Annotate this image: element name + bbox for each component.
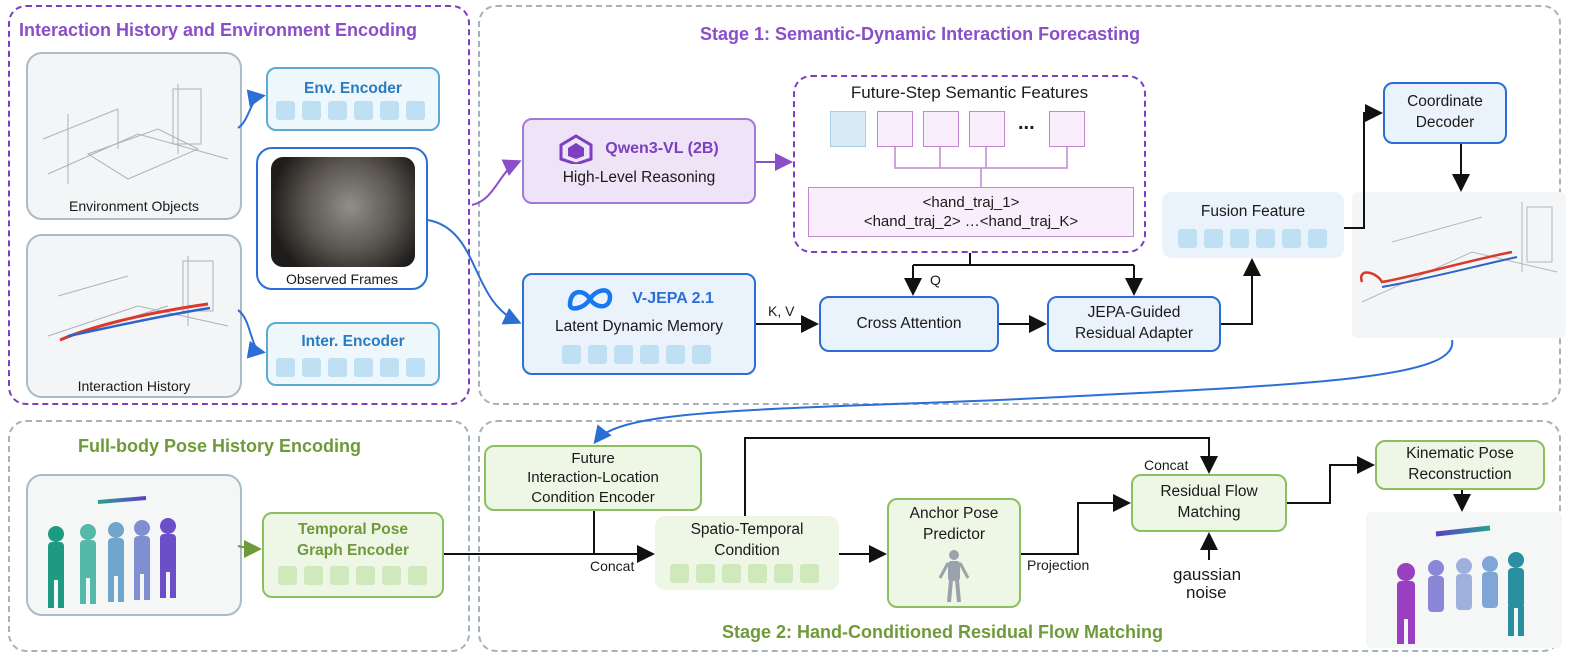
pointcloud-kitchen-icon [42,84,229,184]
temporal-pose-line-1: Temporal Pose [298,521,408,538]
rfm-line-2: Matching [1177,504,1241,521]
hand-traj-tokens: <hand_traj_1> <hand_traj_2> …<hand_traj_… [808,187,1134,237]
temporal-pose-line-2: Graph Encoder [297,541,409,559]
future-condition-encoder: Future Interaction-Location Condition En… [484,445,702,511]
future-token-ellipsis: ... [1018,112,1035,134]
meta-logo-icon [567,288,613,311]
predicted-pose-sequence-icon [1397,525,1524,644]
projection-label: Projection [1027,557,1090,573]
concat-label-st: Concat [590,558,635,574]
pose-history-panel [8,420,470,652]
anchor-pose-predictor: Anchor Pose Predictor [887,498,1021,608]
qwen-logo-icon [559,133,593,164]
pose-history-image [26,474,242,616]
kin-line-2: Reconstruction [1408,466,1512,483]
interaction-panel-title: Interaction History and Environment Enco… [19,20,418,40]
interaction-history-image: Interaction History [26,234,242,398]
q-label: Q [930,272,941,288]
human-body-icon [938,549,970,603]
qwen-name: Qwen3-VL (2B) [605,139,719,157]
future-cond-line-2: Interaction-Location [527,469,659,487]
vjepa-desc: Latent Dynamic Memory [555,318,723,335]
future-semantic-features-block: Future-Step Semantic Features [793,75,1146,253]
kv-label: K, V [768,303,795,319]
predicted-pose-image [1366,512,1562,648]
qwen-block: Qwen3-VL (2B) High-Level Reasoning [522,118,756,204]
concat-label-rfm: Concat [1144,457,1189,473]
jepa-line-2: Residual Adapter [1074,325,1194,342]
stage2-panel-title: Stage 2: Hand-Conditioned Residual Flow … [722,622,1164,642]
env-encoder-tokens [272,101,428,120]
residual-flow-matching: Residual Flow Matching [1131,474,1287,532]
qwen-desc: High-Level Reasoning [562,168,716,186]
coord-line-1: Coordinate [1407,93,1483,111]
coordinate-decoder-block: Coordinate Decoder [1383,82,1507,144]
anchor-line-2: Predictor [922,525,986,543]
future-cond-line-1: Future [571,449,615,467]
vjepa-name: V-JEPA 2.1 [632,290,714,308]
temporal-pose-tokens [274,566,430,585]
rfm-line-1: Residual Flow [1160,483,1258,501]
kin-line-1: Kinematic Pose [1406,445,1514,463]
env-encoder-label: Env. Encoder [304,80,402,97]
interaction-trajectory-icon [47,256,229,342]
observed-frames-caption: Observed Frames [285,271,399,287]
env-encoder: Env. Encoder [266,67,440,131]
interaction-panel [8,5,470,405]
future-token-1 [877,111,913,147]
vjepa-tokens [558,345,714,364]
stage1-panel-title: Stage 1: Semantic-Dynamic Interaction Fo… [700,24,1141,44]
vjepa-block: V-JEPA 2.1 Latent Dynamic Memory [522,273,756,375]
st-cond-tokens [666,564,822,583]
st-cond-line-2: Condition [714,541,780,559]
fusion-label: Fusion Feature [1200,203,1306,220]
pose-sequence-icon [48,496,176,608]
st-cond-line-1: Spatio-Temporal [690,521,804,538]
interaction-history-caption: Interaction History [77,378,191,394]
pose-history-panel-title: Full-body Pose History Encoding [78,436,362,456]
future-token-k [1049,111,1085,147]
future-token-3 [969,111,1005,147]
coord-line-2: Decoder [1415,114,1475,131]
egocentric-frame-icon [271,157,415,267]
anchor-line-1: Anchor Pose [909,505,999,522]
environment-objects-caption: Environment Objects [69,198,199,214]
temporal-pose-graph-encoder: Temporal Pose Graph Encoder [262,512,444,598]
future-token-blue [830,111,866,147]
observed-frames-image: Observed Frames [256,147,428,290]
hand-traj-line-1: <hand_traj_1> [922,193,1020,211]
noise-label-2: noise [1186,583,1227,602]
cross-attention-block: Cross Attention [819,296,999,352]
environment-objects-image: Environment Objects [26,52,242,220]
inter-encoder-label: Inter. Encoder [301,333,405,350]
future-features-title: Future-Step Semantic Features [850,83,1089,102]
noise-label-1: gaussian [1173,565,1242,584]
kinematic-pose-reconstruction: Kinematic Pose Reconstruction [1375,440,1545,490]
jepa-guided-adapter-block: JEPA-Guided Residual Adapter [1047,296,1221,352]
forecast-trajectory-image [1352,192,1566,338]
future-cond-line-3: Condition Encoder [531,488,655,506]
inter-encoder-tokens [272,358,428,377]
hand-traj-line-2: <hand_traj_2> …<hand_traj_K> [863,213,1079,230]
forecast-pointcloud-icon [1359,202,1558,303]
jepa-line-1: JEPA-Guided [1087,304,1181,322]
fusion-tokens [1174,229,1330,248]
future-token-2 [923,111,959,147]
cross-attention-label: Cross Attention [856,314,962,332]
